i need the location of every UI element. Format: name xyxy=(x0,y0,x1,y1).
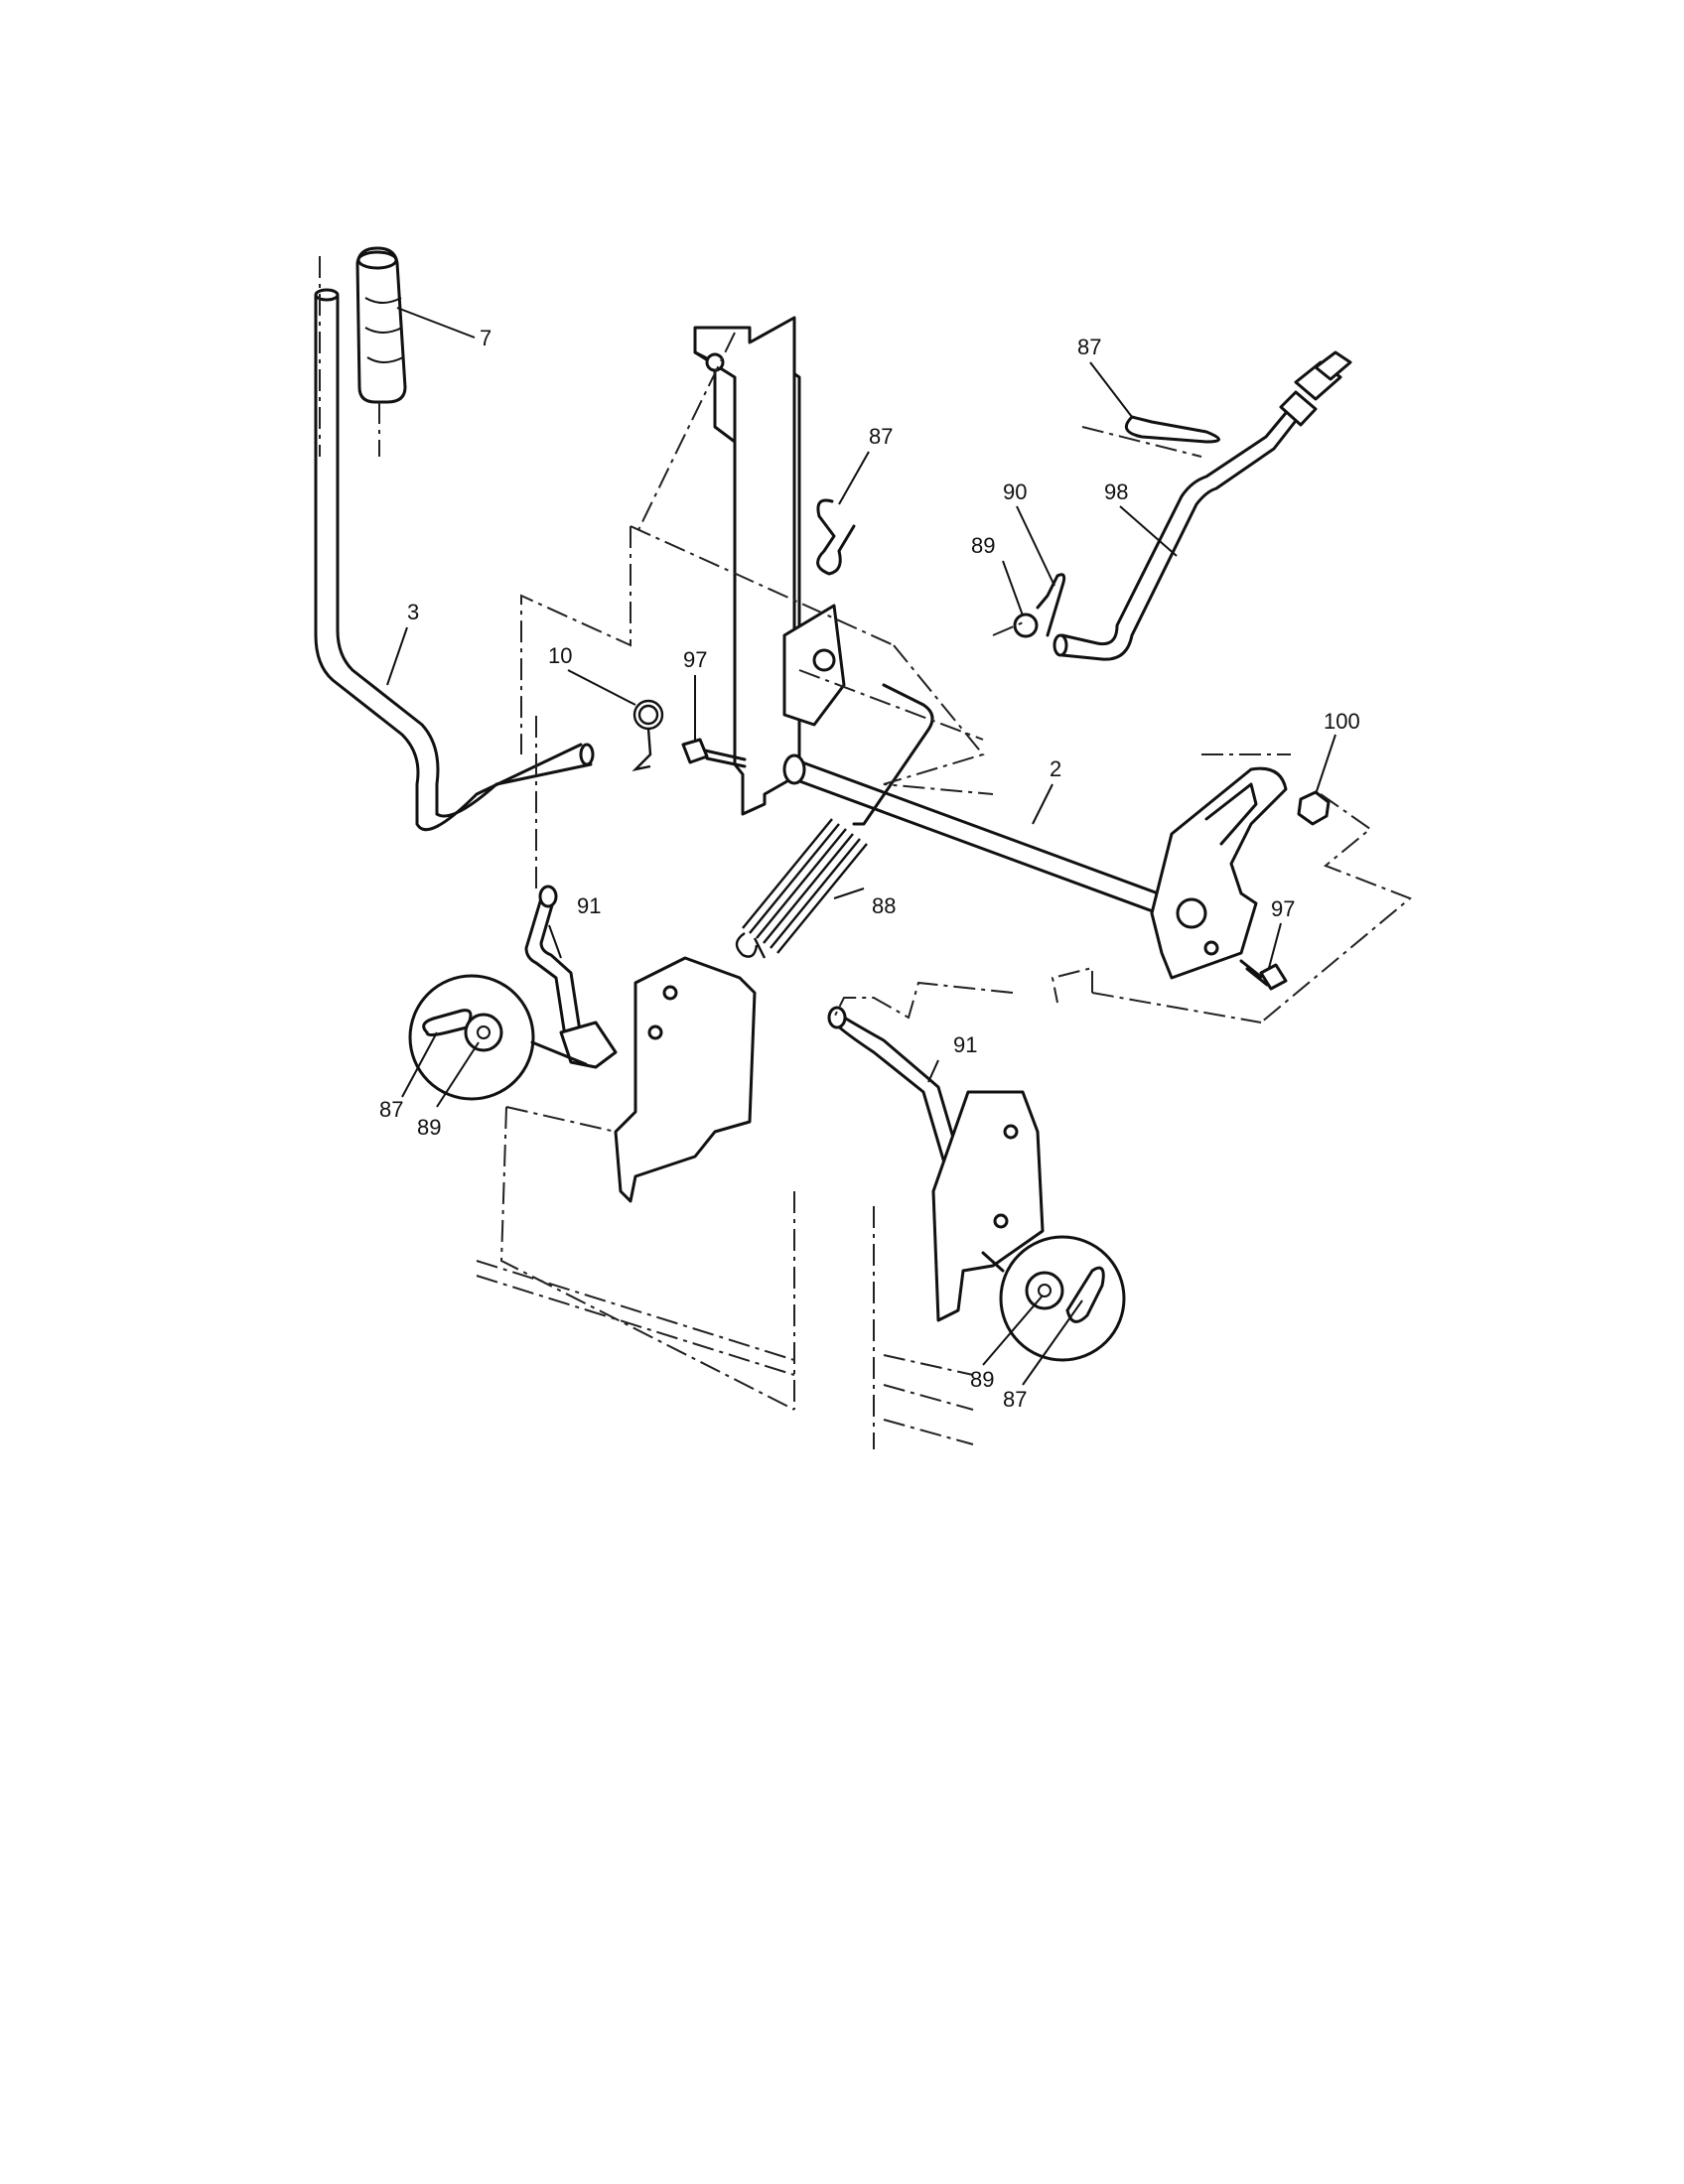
callout-89-right-detail: 89 xyxy=(970,1367,994,1392)
callout-3: 3 xyxy=(407,600,419,624)
reference-outline-upper xyxy=(520,332,994,795)
bolt-right xyxy=(1239,959,1288,991)
left-deck-bracket xyxy=(614,956,757,1203)
washer-top xyxy=(1013,613,1039,638)
hairpin-clip-center xyxy=(816,498,856,576)
callout-100: 100 xyxy=(1324,709,1360,734)
detail-circle-right xyxy=(981,1235,1126,1362)
callout-91-right: 91 xyxy=(953,1032,977,1057)
callout-10: 10 xyxy=(548,643,572,668)
callout-89-top: 89 xyxy=(971,533,995,558)
left-lift-link xyxy=(524,885,618,1069)
callout-91-left: 91 xyxy=(577,893,601,918)
extension-spring xyxy=(735,818,868,959)
right-deck-outline xyxy=(873,1206,974,1449)
callout-87-left-detail: 87 xyxy=(379,1097,403,1122)
leader-lines xyxy=(386,307,1336,1386)
callout-97-right: 97 xyxy=(1271,896,1295,921)
reference-axis-center xyxy=(535,426,1202,888)
callout-87-center: 87 xyxy=(869,424,893,449)
mounting-bracket xyxy=(693,316,846,816)
detail-circle-left xyxy=(408,974,588,1101)
link-rod xyxy=(1052,350,1352,661)
spring-hook xyxy=(852,683,934,826)
bolt-left xyxy=(681,738,747,768)
callout-97-left: 97 xyxy=(683,647,707,672)
handle-axis-line xyxy=(319,256,380,457)
lift-handle xyxy=(314,288,595,832)
torsion-spring xyxy=(632,699,664,771)
callout-90: 90 xyxy=(1003,479,1027,504)
right-deck-bracket xyxy=(931,1090,1045,1322)
spring-coils xyxy=(742,818,868,954)
hairpin-clip-90 xyxy=(1036,573,1066,637)
reference-outline-right xyxy=(833,753,1412,1024)
callout-7: 7 xyxy=(480,326,491,350)
lift-shaft xyxy=(782,753,1174,920)
right-lift-arm xyxy=(1150,766,1288,980)
callout-87-right-detail: 87 xyxy=(1003,1387,1027,1412)
callout-89-left-detail: 89 xyxy=(417,1115,441,1140)
hairpin-clip-top-right xyxy=(1124,415,1220,444)
callout-98: 98 xyxy=(1104,479,1128,504)
callout-87-top-right: 87 xyxy=(1077,335,1101,359)
left-deck-outline xyxy=(476,1106,795,1411)
callout-2: 2 xyxy=(1050,756,1061,781)
callout-88: 88 xyxy=(872,893,896,918)
handle-grip xyxy=(355,246,407,404)
right-lift-link xyxy=(827,1006,965,1178)
